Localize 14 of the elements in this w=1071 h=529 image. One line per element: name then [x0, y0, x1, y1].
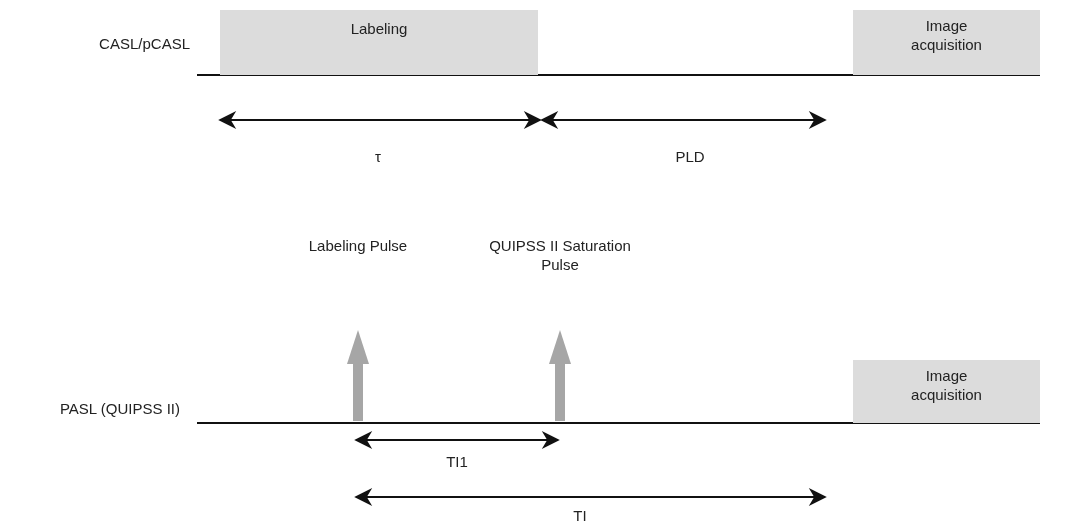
acquisition-block	[853, 10, 1040, 75]
dimension-label: τ	[374, 147, 382, 166]
row-label: CASL/pCASL	[98, 34, 190, 53]
acquisition-block	[220, 10, 538, 75]
block-label: Image acquisition	[910, 16, 983, 55]
dimension-label: TI	[572, 506, 588, 525]
pulse-label: QUIPSS II Saturation Pulse	[488, 236, 632, 274]
block-label: Labeling	[350, 19, 408, 39]
dimension-label: TI1	[445, 452, 469, 471]
pulse-label: Labeling Pulse	[307, 236, 409, 255]
dimension-label: PLD	[674, 147, 706, 166]
block-label: Image acquisition	[910, 366, 983, 405]
acquisition-block	[853, 360, 1040, 423]
row-label: PASL (QUIPSS II)	[58, 399, 180, 418]
